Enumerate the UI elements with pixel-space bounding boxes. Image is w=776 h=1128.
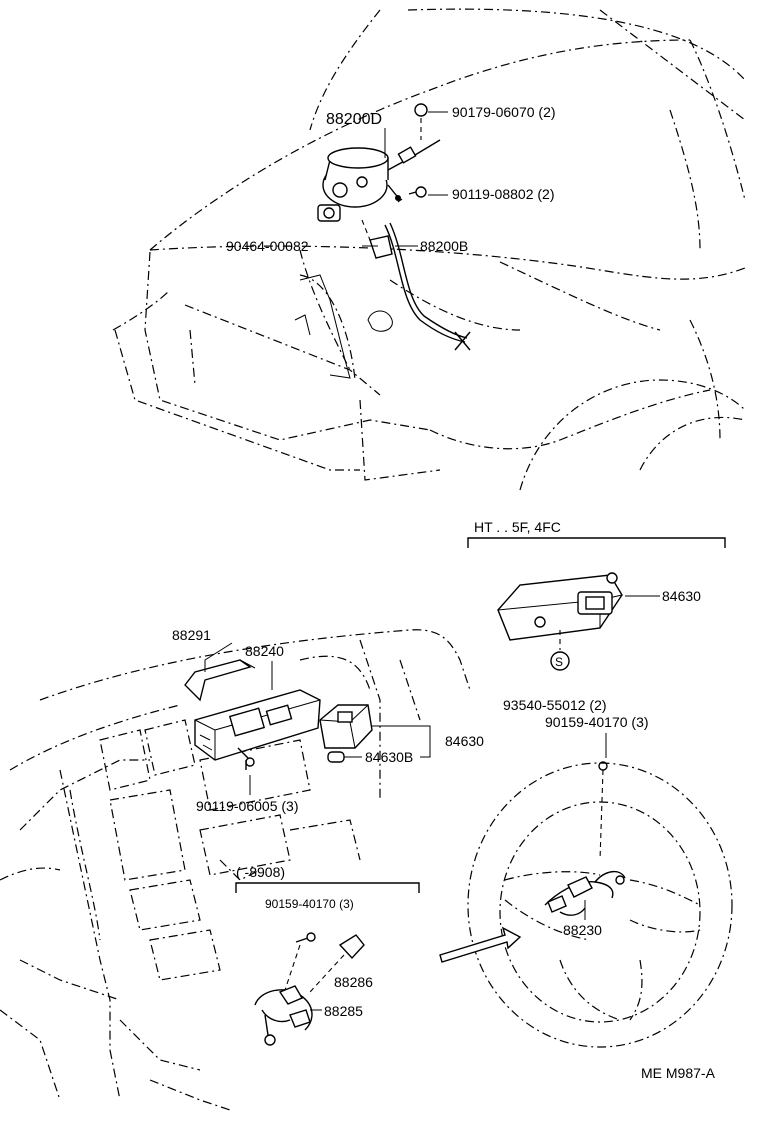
diagram-code: ME M987-A — [641, 1065, 716, 1081]
inset-8908-bracket — [235, 882, 420, 893]
inset-8908-header: ( -8908) — [236, 864, 285, 880]
callout-90464-00082: 90464-00082 — [226, 238, 309, 254]
callout-88240: 88240 — [245, 643, 284, 659]
nut-90179-06070 — [414, 103, 428, 140]
vehicle-front-outline — [112, 8, 746, 491]
svg-text:S: S — [555, 655, 563, 669]
callout-93540-55012: 93540-55012 (2) — [503, 697, 607, 713]
cover-88286 — [309, 934, 365, 993]
bottom-left-leaders — [204, 642, 431, 795]
cruise-actuator-88200D — [317, 139, 441, 222]
cruise-switch-harness-88230 — [544, 871, 626, 920]
callout-90119-08802: 90119-08802 (2) — [452, 186, 554, 202]
top-leaders — [362, 111, 448, 247]
bracket-88291 — [184, 659, 256, 702]
bolt-90119-08802 — [394, 186, 427, 205]
inset-ht-bracket — [467, 537, 726, 548]
callout-84630: 84630 — [445, 733, 484, 749]
harness-88285 — [254, 985, 322, 1046]
cap-84630B — [327, 751, 352, 763]
screw-90159-inset — [284, 932, 316, 991]
callout-88200B: 88200B — [420, 238, 468, 254]
callout-84630-ht: 84630 — [662, 588, 701, 604]
steering-wheel-outline — [467, 762, 733, 1048]
inset-ht-header: HT . . 5F, 4FC — [474, 519, 561, 535]
bolt-90119-06005 — [237, 747, 255, 770]
cruise-switch-84630 — [319, 704, 373, 749]
control-cable-88200B — [361, 219, 471, 351]
callout-88285: 88285 — [324, 1003, 363, 1019]
callout-88286: 88286 — [334, 974, 373, 990]
cruise-computer-88240 — [194, 689, 321, 761]
callout-90159-40170: 90159-40170 (3) — [545, 714, 649, 730]
callout-88200D: 88200D — [326, 111, 382, 128]
callout-84630B: 84630B — [365, 749, 413, 765]
s-washer-icon: S — [550, 651, 570, 671]
callout-90179-06070: 90179-06070 (2) — [452, 104, 556, 120]
screw-90159-40170 — [598, 733, 608, 861]
callout-90159-40170-inset: 90159-40170 (3) — [265, 897, 354, 911]
callout-88291: 88291 — [172, 627, 211, 643]
callout-88230: 88230 — [563, 922, 602, 938]
cruise-control-switch-84630-ht — [497, 572, 660, 650]
callout-90119-06005: 90119-06005 (3) — [196, 798, 298, 814]
dashboard-outline — [0, 629, 471, 1111]
pointer-arrow-icon — [439, 926, 522, 963]
